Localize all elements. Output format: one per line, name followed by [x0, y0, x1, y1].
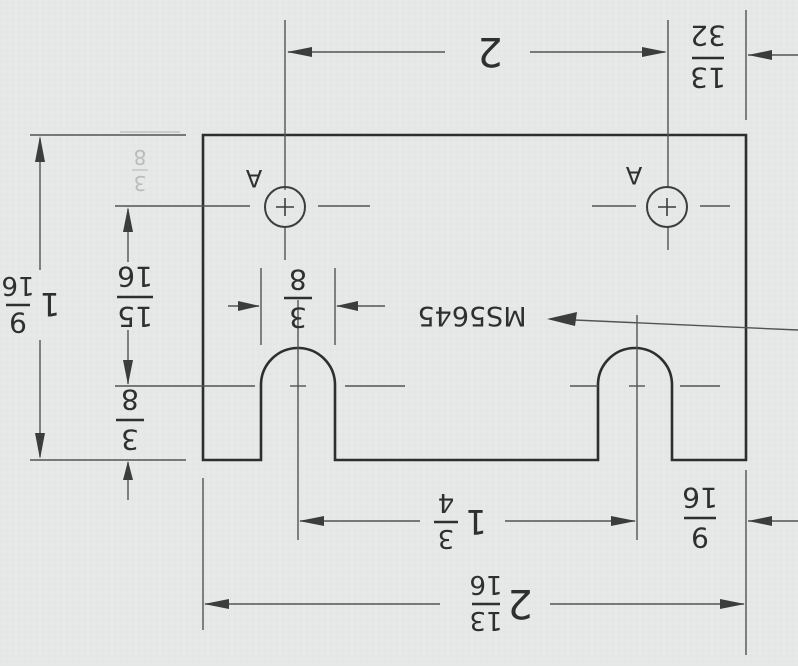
- svg-text:32: 32: [690, 19, 726, 52]
- faint-note: 3 8: [120, 131, 180, 195]
- part-number-callout: MS5645: [417, 300, 798, 331]
- dim-edge-offset: 9 16: [682, 481, 798, 554]
- svg-text:2: 2: [477, 28, 502, 74]
- svg-text:16: 16: [117, 260, 153, 293]
- svg-text:4: 4: [438, 487, 455, 517]
- svg-text:1: 1: [465, 501, 487, 541]
- hole-label-left: A: [245, 164, 262, 192]
- part-outline: [201, 133, 748, 462]
- hole-label-right: A: [625, 161, 642, 189]
- svg-text:13: 13: [469, 605, 502, 635]
- svg-text:2: 2: [507, 580, 532, 626]
- faint-note-num: 3: [134, 171, 147, 195]
- dim-slot-depth: 3 8: [116, 383, 144, 500]
- extension-lines: [30, 10, 747, 655]
- svg-text:9: 9: [9, 306, 27, 339]
- dim-height: 9 16 1: [1, 136, 60, 459]
- dim-hole-to-slot: 15 16: [117, 207, 153, 385]
- dim-overall-width: 13 16 2: [204, 569, 745, 635]
- svg-text:16: 16: [682, 481, 718, 514]
- svg-text:A: A: [625, 161, 642, 189]
- svg-text:16: 16: [469, 569, 502, 599]
- part-number: MS5645: [417, 300, 526, 331]
- dim-slot-spacing: 3 4 1: [299, 487, 636, 553]
- svg-text:A: A: [245, 164, 262, 192]
- svg-text:16: 16: [1, 270, 34, 300]
- svg-text:15: 15: [117, 300, 153, 333]
- svg-text:8: 8: [289, 263, 307, 296]
- svg-text:1: 1: [40, 285, 60, 323]
- dim-top-offset: 13 32: [690, 19, 798, 94]
- svg-text:3: 3: [121, 423, 139, 456]
- svg-text:3: 3: [438, 523, 455, 553]
- svg-text:13: 13: [690, 61, 726, 94]
- svg-text:3: 3: [289, 301, 307, 334]
- hole-right: [646, 186, 688, 228]
- svg-text:9: 9: [691, 521, 709, 554]
- faint-note-den: 8: [134, 145, 147, 169]
- centerlines: [200, 20, 730, 540]
- hole-left: [264, 186, 306, 228]
- svg-text:8: 8: [121, 383, 139, 416]
- dim-hole-spacing: 2: [287, 28, 667, 74]
- dim-slot-width: 3 8: [228, 263, 385, 334]
